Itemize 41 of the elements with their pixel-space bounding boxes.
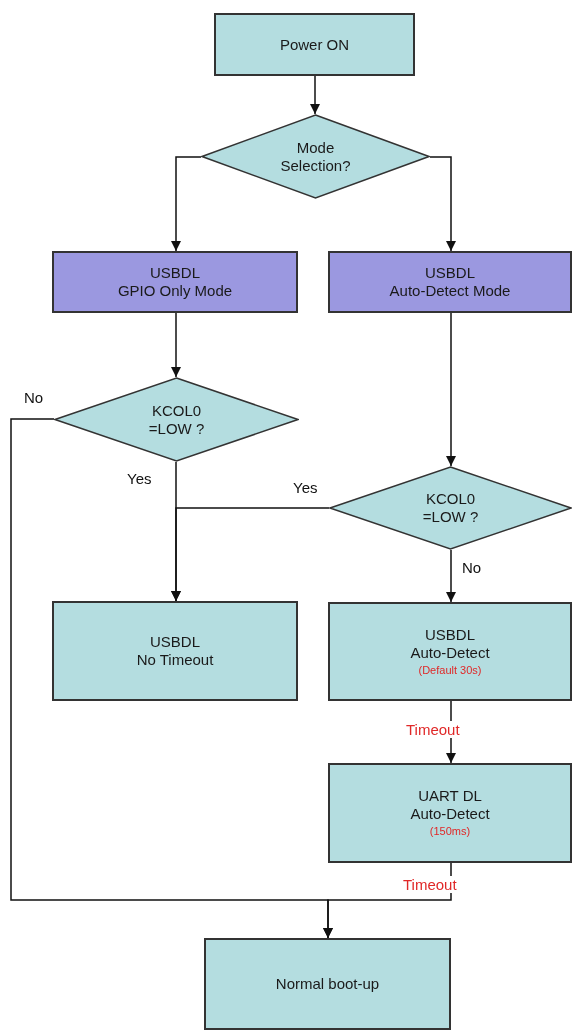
mode-box — [52, 251, 298, 313]
node-text: GPIO Only Mode — [117, 282, 233, 300]
edge-label: Yes — [293, 479, 318, 496]
node-text: KCOL0 =LOW ? — [421, 490, 480, 526]
arrow — [446, 312, 456, 467]
process-box — [214, 13, 415, 76]
node-text: UART DL — [418, 787, 482, 806]
node-text: No Timeout — [136, 651, 214, 669]
mode-box — [328, 251, 572, 313]
decision-diamond — [201, 114, 430, 199]
node-text: USBDL — [425, 264, 475, 282]
decision-diamond — [54, 377, 299, 462]
node-text: KCOL0 =LOW ? — [147, 401, 206, 438]
arrow — [171, 312, 181, 378]
arrow — [310, 75, 320, 115]
arrow — [446, 549, 456, 603]
node-text: USBDL — [150, 264, 200, 282]
arrow — [429, 156, 456, 252]
edge-label: Timeout — [404, 721, 462, 738]
node-text: USBDL — [150, 633, 200, 651]
node-text: Normal boot-up — [275, 975, 380, 993]
process-box — [328, 763, 572, 863]
edge-label: Yes — [127, 470, 152, 487]
node-text: Power ON — [279, 35, 350, 54]
arrow — [171, 156, 202, 252]
edge-label: No — [462, 559, 482, 576]
edge-label: Timeout — [401, 876, 459, 893]
arrow — [323, 862, 452, 939]
timeout-note: (150ms) — [429, 825, 471, 839]
node-text: Auto-Detect — [410, 643, 490, 662]
node-text: Auto-Detect Mode — [389, 282, 511, 300]
node-text: Mode Selection? — [279, 138, 352, 175]
node-text: Auto-Detect — [410, 805, 490, 824]
decision-diamond — [329, 466, 572, 550]
node-text: USBDL — [425, 625, 475, 644]
arrow — [171, 507, 330, 602]
timeout-note: (Default 30s) — [418, 663, 482, 678]
process-box — [328, 602, 572, 701]
edge-label: No — [24, 389, 44, 406]
process-box — [204, 938, 451, 1030]
process-box — [52, 601, 298, 701]
